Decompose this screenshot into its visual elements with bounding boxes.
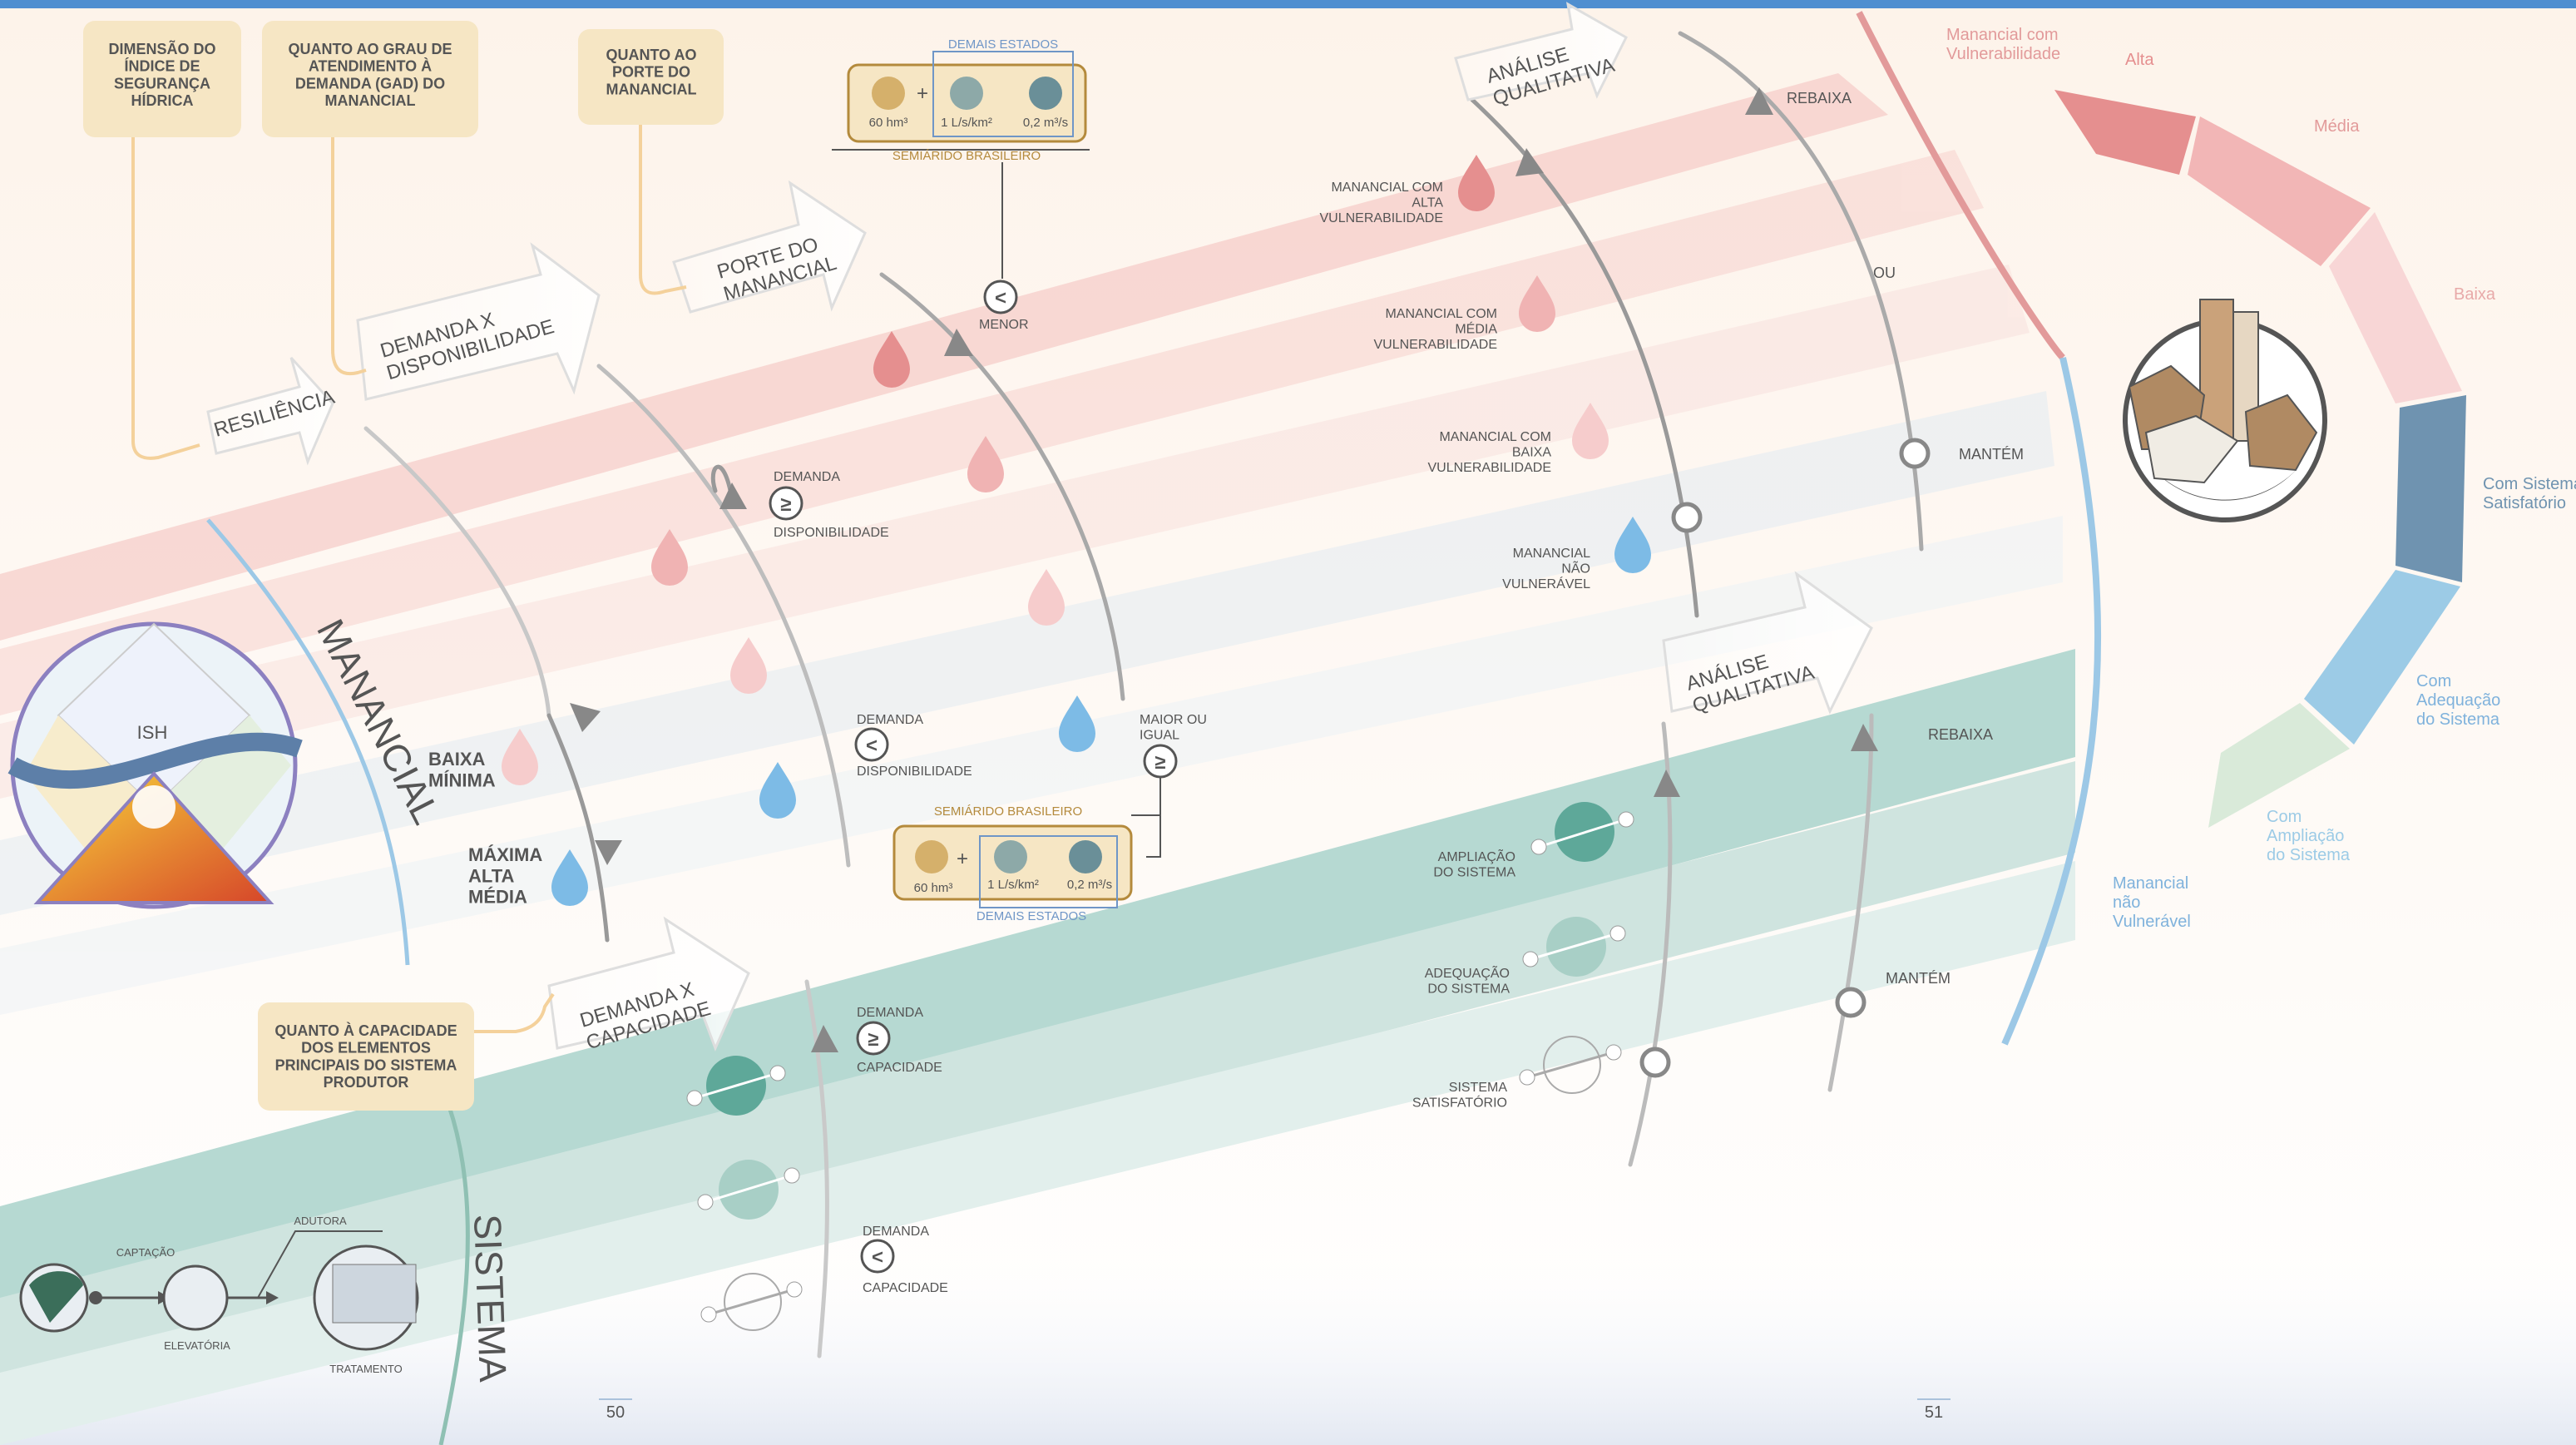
elevatoria-label: ELEVATÓRIA [164, 1339, 230, 1352]
porte-top-header: DEMAIS ESTADOS [948, 37, 1058, 52]
ge-symbol: ≥ [1155, 751, 1165, 774]
dc-lt-top-label: DEMANDA [863, 1225, 929, 1239]
rebaixa-bottom-label: REBAIXA [1928, 726, 1993, 743]
porte-top-v1: 60 hm³ [869, 116, 908, 130]
ampliacao-icon [686, 1056, 786, 1116]
criteria-boxes [83, 21, 724, 1111]
legend-media-label: Média [2314, 117, 2360, 136]
top-bar [0, 0, 2576, 8]
porte-box-bottom: + [892, 778, 1161, 908]
porte-box-top: + [832, 51, 1090, 279]
dc-ge-bottom-label: CAPACIDADE [857, 1061, 942, 1075]
porte-top-footer: SEMIÁRIDO BRASILEIRO [892, 149, 1041, 163]
dd-lt-top-label: DEMANDA [857, 713, 923, 727]
ou-label: OU [1873, 265, 1896, 281]
ish-circle [7, 621, 303, 909]
page-number-right: 51 [1925, 1403, 1943, 1422]
dd-lt-bottom-label: DISPONIBILIDADE [857, 765, 972, 779]
porte-bottom-v2: 1 L/s/km² [987, 878, 1039, 892]
sistema-arc [438, 1106, 470, 1445]
page-number-left: 50 [606, 1403, 625, 1422]
outcome-nodes [1639, 438, 1931, 1078]
dd-ge-bottom-label: DISPONIBILIDADE [774, 526, 889, 540]
dd-ge-top-label: DEMANDA [774, 470, 840, 484]
production-flow [19, 1230, 419, 1351]
sistema-arc-label: SISTEMA [466, 1214, 515, 1383]
elevatoria-icon [162, 1264, 229, 1331]
porte-bottom-header: SEMIÁRIDO BRASILEIRO [934, 804, 1082, 819]
captacao-label: CAPTAÇÃO [116, 1246, 176, 1259]
porte-bottom-v1: 60 hm³ [914, 881, 953, 895]
arc-arrowheads [570, 87, 1878, 1052]
porte-bottom-v3: 0,2 m³/s [1067, 878, 1112, 892]
svg-text:+: + [917, 82, 928, 105]
ish-label: ISH [137, 722, 168, 743]
ampliacao-icon [1530, 802, 1634, 862]
ge-symbol: ≥ [868, 1028, 878, 1051]
lt-symbol: < [866, 735, 878, 757]
legend-baixa-label: Baixa [2454, 285, 2496, 304]
dc-ge-top-label: DEMANDA [857, 1006, 923, 1020]
vulnerability-legend-donut [2054, 90, 2466, 828]
comparison-symbols [769, 280, 1178, 1274]
adutora-label: ADUTORA [294, 1215, 347, 1227]
ge-symbol: ≥ [780, 493, 791, 516]
manancial-arc [206, 518, 410, 966]
mantem-top-label: MANTÉM [1959, 446, 2024, 463]
adequacao-icon [1522, 917, 1626, 977]
criteria-connectors [131, 125, 687, 1033]
dc-lt-bottom-label: CAPACIDADE [863, 1281, 948, 1295]
legend-alta-label: Alta [2125, 51, 2154, 69]
porte-bottom-footer: DEMAIS ESTADOS [977, 909, 1086, 923]
svg-text:+: + [957, 848, 968, 870]
system-icons [686, 802, 1634, 1331]
process-arrows [206, 2, 1873, 1052]
menor-label: MENOR [979, 318, 1029, 332]
porte-top-v2: 1 L/s/km² [941, 116, 992, 130]
rebaixa-top-label: REBAIXA [1787, 90, 1852, 106]
sistema-bands [0, 649, 2075, 1445]
mantem-bottom-label: MANTÉM [1886, 970, 1951, 987]
porte-top-v3: 0,2 m³/s [1023, 116, 1068, 130]
lt-symbol: < [995, 287, 1006, 309]
adequacao-icon [697, 1160, 800, 1220]
non-vulnerable-arc [2001, 357, 2102, 1046]
satisfatorio-icon [1519, 1036, 1622, 1094]
lt-symbol: < [872, 1246, 883, 1269]
satisfatorio-icon [700, 1273, 803, 1331]
vulnerability-arc [1856, 11, 2065, 360]
tratamento-label: TRATAMENTO [329, 1363, 402, 1375]
